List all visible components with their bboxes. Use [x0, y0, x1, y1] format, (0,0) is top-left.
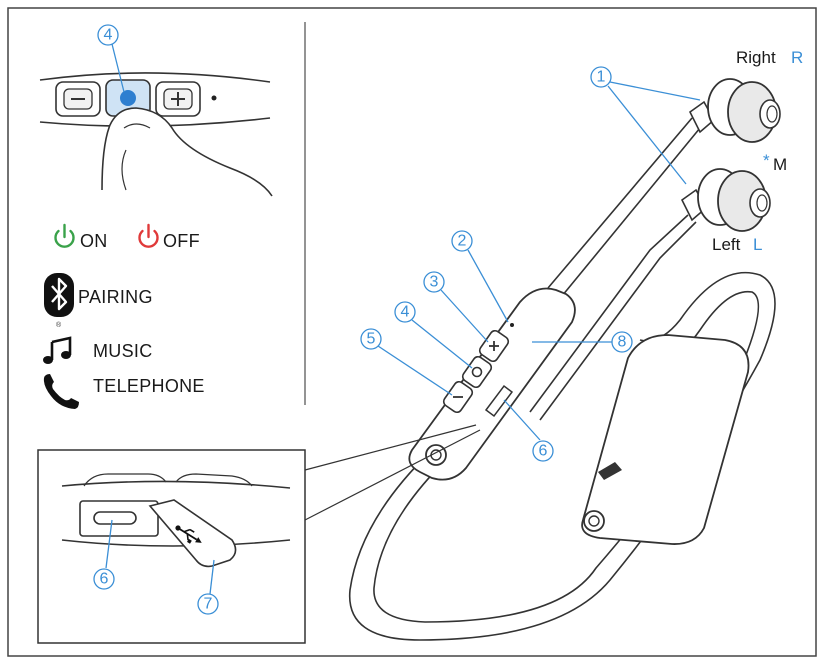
right-earbud-label: Right	[736, 48, 776, 67]
callout-multifunction	[394, 301, 416, 323]
callout-led	[451, 230, 473, 252]
legend-pairing-label: PAIRING	[78, 287, 153, 307]
outer-frame	[7, 7, 817, 657]
left-earbud-label: Left	[712, 235, 741, 254]
headset	[348, 78, 781, 641]
brand-logo	[598, 462, 622, 480]
legend-telephone-label: TELEPHONE	[93, 376, 205, 396]
power-off-icon	[138, 223, 159, 248]
callout-usb-port-detail-number: 6	[100, 571, 109, 588]
callout-volume-up	[423, 271, 445, 293]
legend-off-label: OFF	[163, 231, 200, 251]
callout-multifunction-top-number: 4	[104, 27, 113, 44]
led-indicator	[510, 323, 514, 327]
finger	[101, 107, 273, 197]
usb-port-cover	[484, 384, 514, 418]
callout-neckband-number: 8	[618, 334, 627, 351]
led-dot-closeup	[211, 95, 217, 101]
usb-cover-flap	[148, 499, 237, 568]
callout-volume-down-number: 5	[367, 331, 376, 348]
usb-detail-inset	[37, 424, 481, 644]
legend: ON OFF ® PAIRING MUSIC TELEPHONE	[43, 223, 205, 409]
left-earbud-letter: L	[753, 235, 762, 254]
music-note-icon	[43, 336, 72, 364]
legend-music-label: MUSIC	[93, 341, 153, 361]
button-closeup	[39, 72, 273, 197]
usb-icon	[175, 525, 202, 544]
callout-usb-cable-number: 7	[204, 596, 213, 613]
callout-volume-up-number: 3	[430, 274, 439, 291]
callout-earbuds	[590, 66, 612, 88]
callout-usb-port-detail	[93, 568, 115, 590]
legend-on-label: ON	[80, 231, 108, 251]
callout-multifunction-number: 4	[401, 304, 410, 321]
callout-earbuds-number: 1	[597, 69, 606, 86]
callout-multifunction-top	[97, 24, 119, 46]
power-on-icon	[54, 223, 75, 248]
neckband-right-body	[581, 334, 750, 545]
callout-neckband	[611, 331, 633, 353]
svg-text:®: ®	[56, 321, 62, 329]
left-earbud	[680, 168, 771, 232]
mic-star: *	[763, 151, 770, 170]
earbud-cable-right	[547, 117, 693, 289]
bluetooth-icon: ®	[44, 273, 74, 329]
callout-led-number: 2	[458, 233, 467, 250]
right-earbud	[688, 78, 781, 143]
right-earbud-letter: R	[791, 48, 803, 67]
callout-usb-cable	[197, 593, 219, 615]
callout-volume-down	[360, 328, 382, 350]
mic-letter: M	[773, 155, 787, 174]
telephone-icon	[43, 374, 79, 409]
callout-usb-port-cover	[532, 440, 554, 462]
callout-usb-port-cover-number: 6	[539, 443, 548, 460]
